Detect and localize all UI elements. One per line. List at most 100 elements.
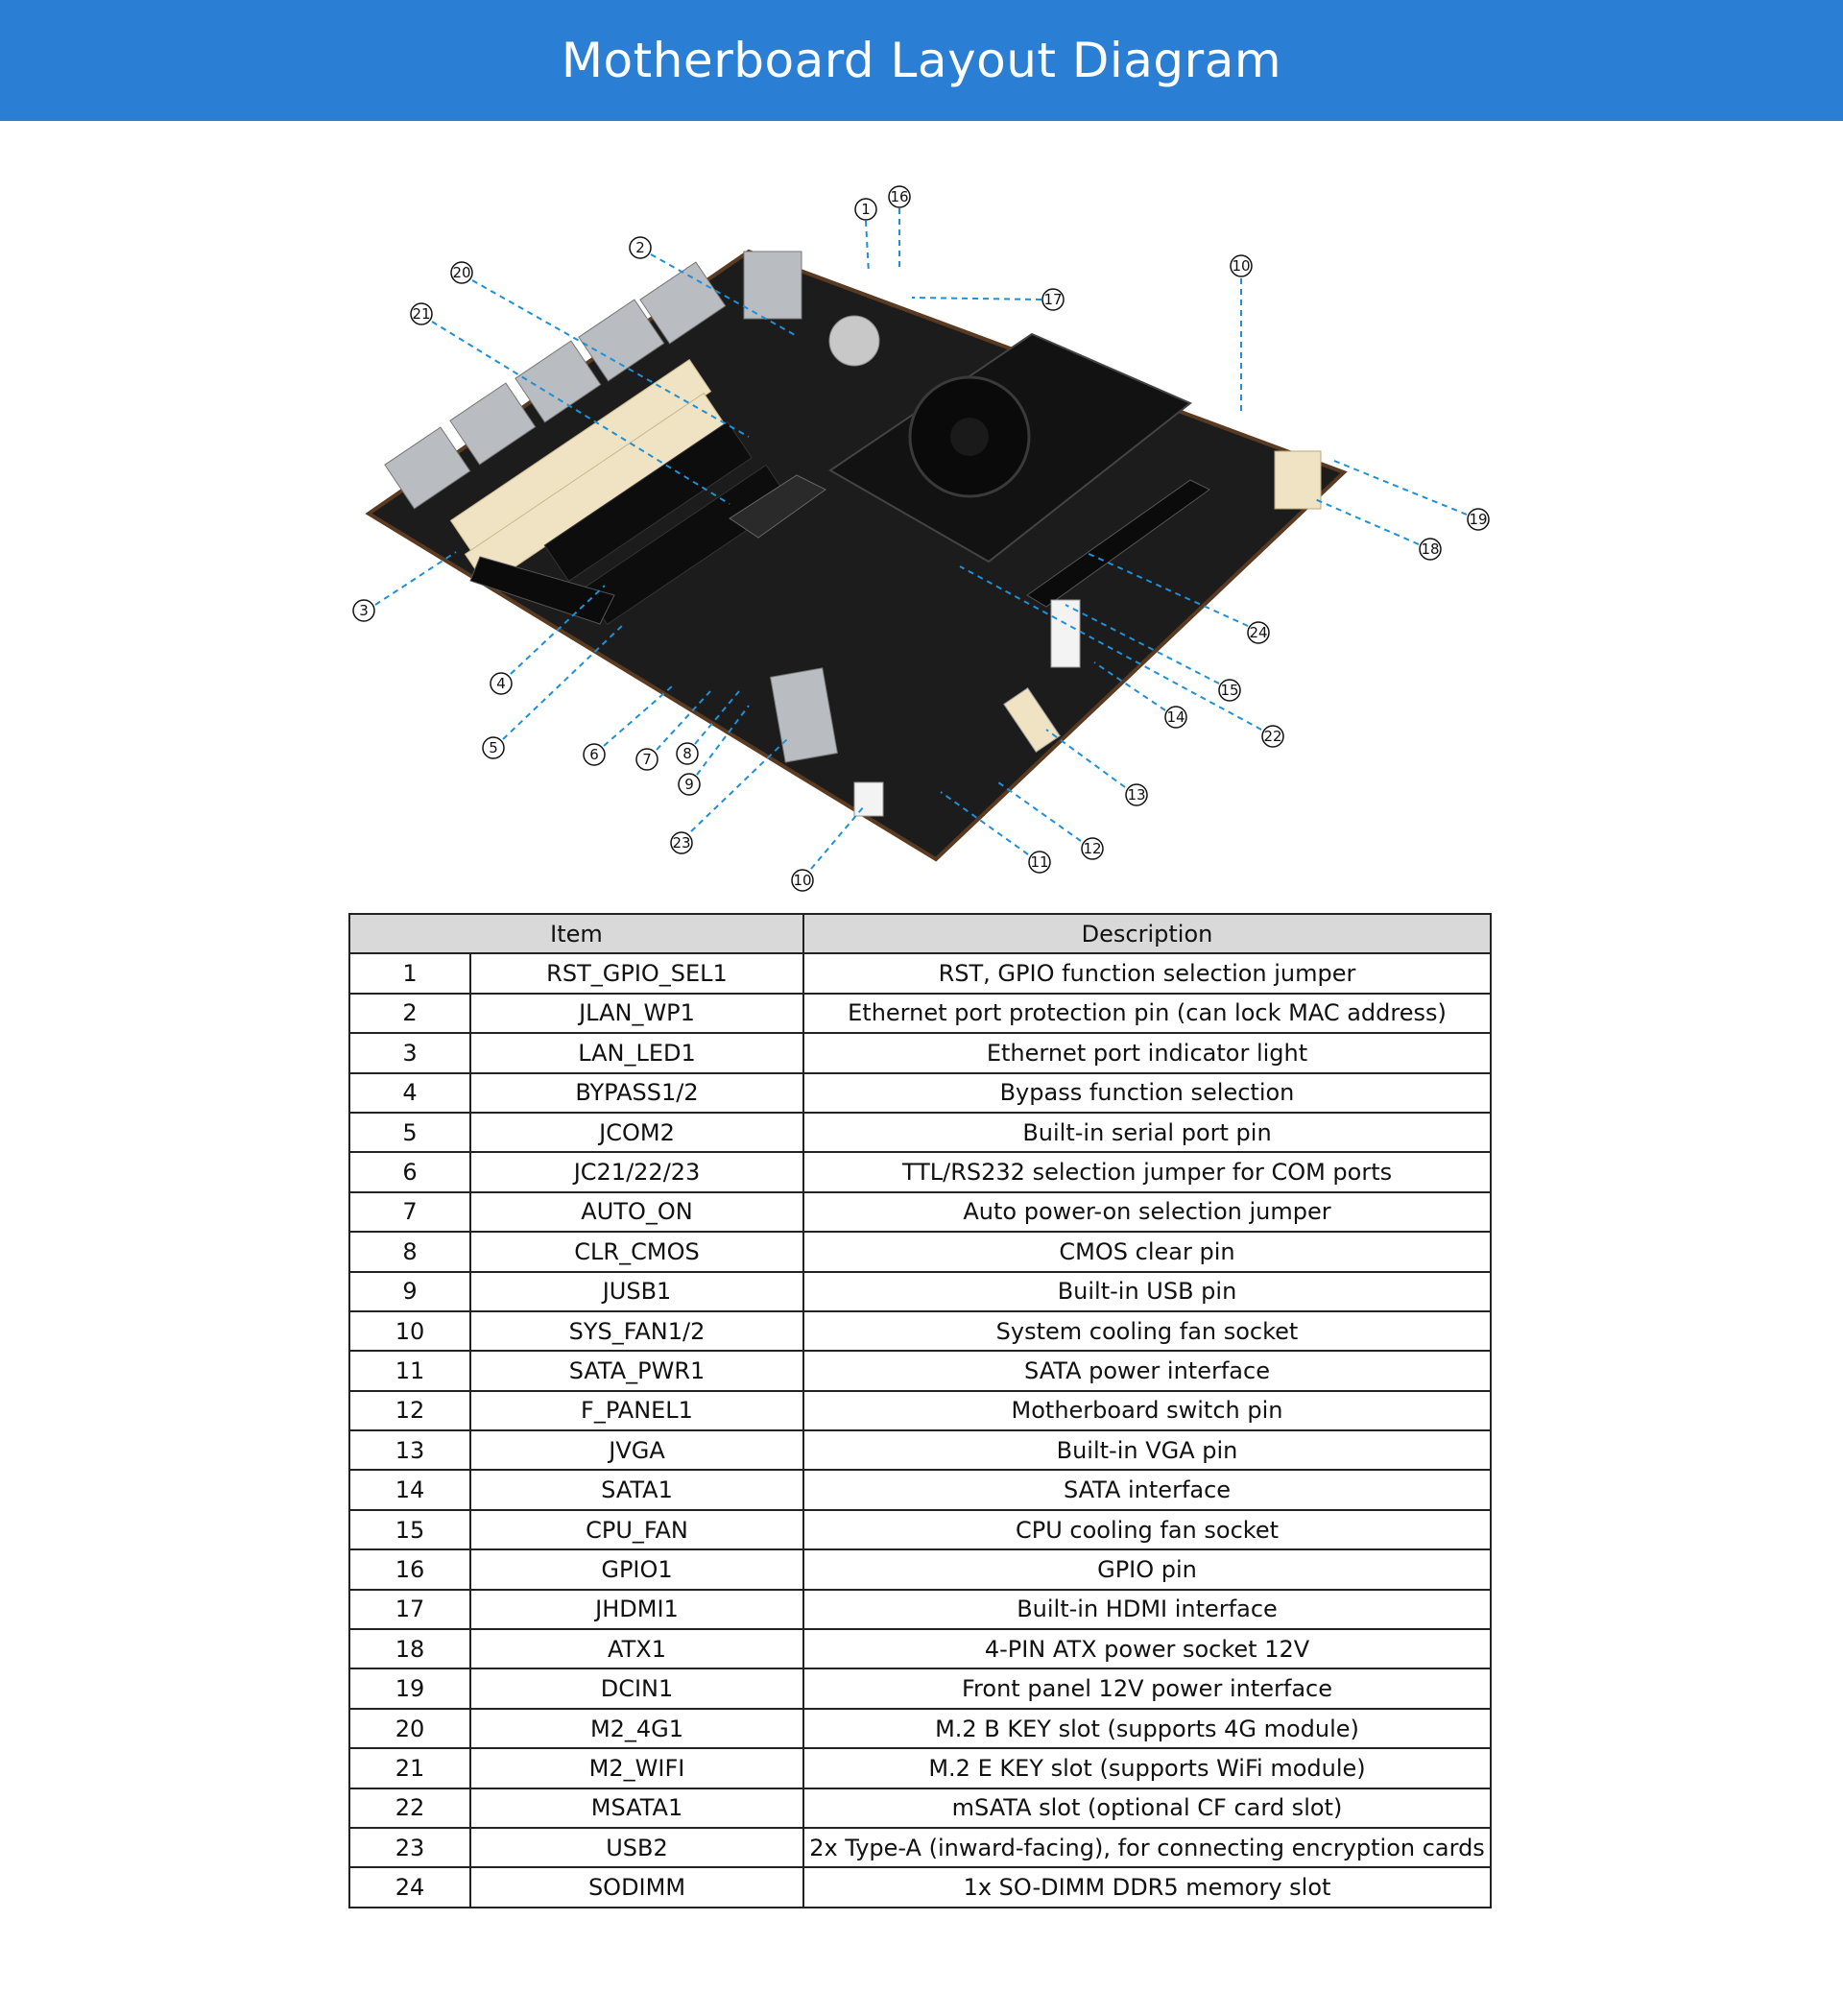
- svg-text:4: 4: [496, 675, 506, 692]
- row-item: LAN_LED1: [469, 1032, 804, 1074]
- callout-16: 16: [888, 185, 911, 208]
- row-description: Built-in serial port pin: [802, 1111, 1492, 1154]
- row-item: GPIO1: [469, 1548, 804, 1591]
- row-item: JLAN_WP1: [469, 992, 804, 1035]
- row-item: USB2: [469, 1826, 804, 1869]
- row-number: 20: [348, 1707, 471, 1750]
- callout-3: 3: [352, 599, 375, 622]
- row-description: mSATA slot (optional CF card slot): [802, 1787, 1492, 1829]
- header-description: Description: [802, 912, 1492, 955]
- svg-text:18: 18: [1421, 540, 1439, 558]
- svg-text:15: 15: [1220, 682, 1238, 699]
- row-number: 22: [348, 1787, 471, 1829]
- svg-text:10: 10: [793, 872, 811, 889]
- row-description: Front panel 12V power interface: [802, 1668, 1492, 1710]
- callout-5: 5: [482, 736, 505, 759]
- row-number: 2: [348, 992, 471, 1035]
- svg-text:6: 6: [589, 746, 599, 763]
- svg-text:16: 16: [890, 188, 908, 205]
- svg-text:3: 3: [359, 602, 369, 619]
- row-number: 24: [348, 1866, 471, 1908]
- row-description: SATA power interface: [802, 1350, 1492, 1392]
- svg-text:24: 24: [1249, 624, 1267, 641]
- row-number: 18: [348, 1628, 471, 1670]
- svg-text:19: 19: [1469, 511, 1487, 528]
- row-item: SODIMM: [469, 1866, 804, 1908]
- usb-port-inward: [770, 667, 838, 763]
- callout-9: 9: [678, 773, 701, 796]
- row-number: 1: [348, 952, 471, 995]
- svg-text:1: 1: [861, 201, 871, 218]
- row-number: 7: [348, 1190, 471, 1234]
- vga-header: [1003, 687, 1061, 753]
- row-item: M2_WIFI: [469, 1747, 804, 1789]
- callout-22: 22: [1261, 725, 1284, 748]
- row-description: RST, GPIO function selection jumper: [802, 952, 1492, 995]
- row-description: System cooling fan socket: [802, 1309, 1492, 1353]
- atx-power: [1274, 450, 1322, 510]
- row-description: 2x Type-A (inward-facing), for connectin…: [802, 1826, 1492, 1869]
- svg-text:8: 8: [682, 745, 692, 762]
- row-description: Motherboard switch pin: [802, 1389, 1492, 1432]
- row-description: 1x SO-DIMM DDR5 memory slot: [802, 1866, 1492, 1908]
- header-item: Item: [348, 912, 804, 955]
- row-description: Built-in VGA pin: [802, 1429, 1492, 1472]
- svg-text:12: 12: [1083, 840, 1101, 857]
- row-number: 12: [348, 1389, 471, 1432]
- page-title: Motherboard Layout Diagram: [561, 33, 1282, 88]
- row-number: 13: [348, 1429, 471, 1472]
- callout-14: 14: [1164, 706, 1187, 729]
- row-description: M.2 B KEY slot (supports 4G module): [802, 1707, 1492, 1750]
- callout-18: 18: [1419, 538, 1442, 561]
- row-item: JUSB1: [469, 1270, 804, 1312]
- callout-6: 6: [583, 743, 606, 766]
- row-number: 9: [348, 1270, 471, 1312]
- fan-connector: [1050, 599, 1081, 668]
- row-item: SYS_FAN1/2: [469, 1309, 804, 1353]
- row-item: ATX1: [469, 1628, 804, 1670]
- callout-21: 21: [410, 302, 433, 325]
- svg-text:7: 7: [642, 751, 652, 768]
- row-item: RST_GPIO_SEL1: [469, 952, 804, 995]
- row-description: M.2 E KEY slot (supports WiFi module): [802, 1747, 1492, 1789]
- svg-text:21: 21: [412, 305, 430, 323]
- m2-slots: [729, 474, 826, 539]
- row-number: 14: [348, 1469, 471, 1511]
- row-item: AUTO_ON: [469, 1190, 804, 1234]
- row-item: SATA_PWR1: [469, 1350, 804, 1392]
- row-description: Ethernet port indicator light: [802, 1032, 1492, 1074]
- callout-7: 7: [635, 748, 658, 771]
- row-description: SATA interface: [802, 1469, 1492, 1511]
- row-item: SATA1: [469, 1469, 804, 1511]
- svg-text:17: 17: [1043, 291, 1062, 308]
- callout-2: 2: [629, 236, 652, 259]
- row-number: 3: [348, 1032, 471, 1074]
- svg-text:14: 14: [1166, 708, 1185, 726]
- row-description: TTL/RS232 selection jumper for COM ports: [802, 1151, 1492, 1193]
- svg-text:11: 11: [1030, 853, 1048, 871]
- callout-24: 24: [1247, 621, 1270, 644]
- row-item: DCIN1: [469, 1668, 804, 1710]
- svg-text:20: 20: [452, 264, 470, 281]
- row-item: JHDMI1: [469, 1588, 804, 1631]
- row-number: 16: [348, 1548, 471, 1591]
- svg-text:23: 23: [672, 834, 690, 852]
- motherboard-diagram: 1 16 2 20 21 17 10 19 18 3 24 15 14 22 4…: [352, 185, 1490, 892]
- row-description: Ethernet port protection pin (can lock M…: [802, 992, 1492, 1035]
